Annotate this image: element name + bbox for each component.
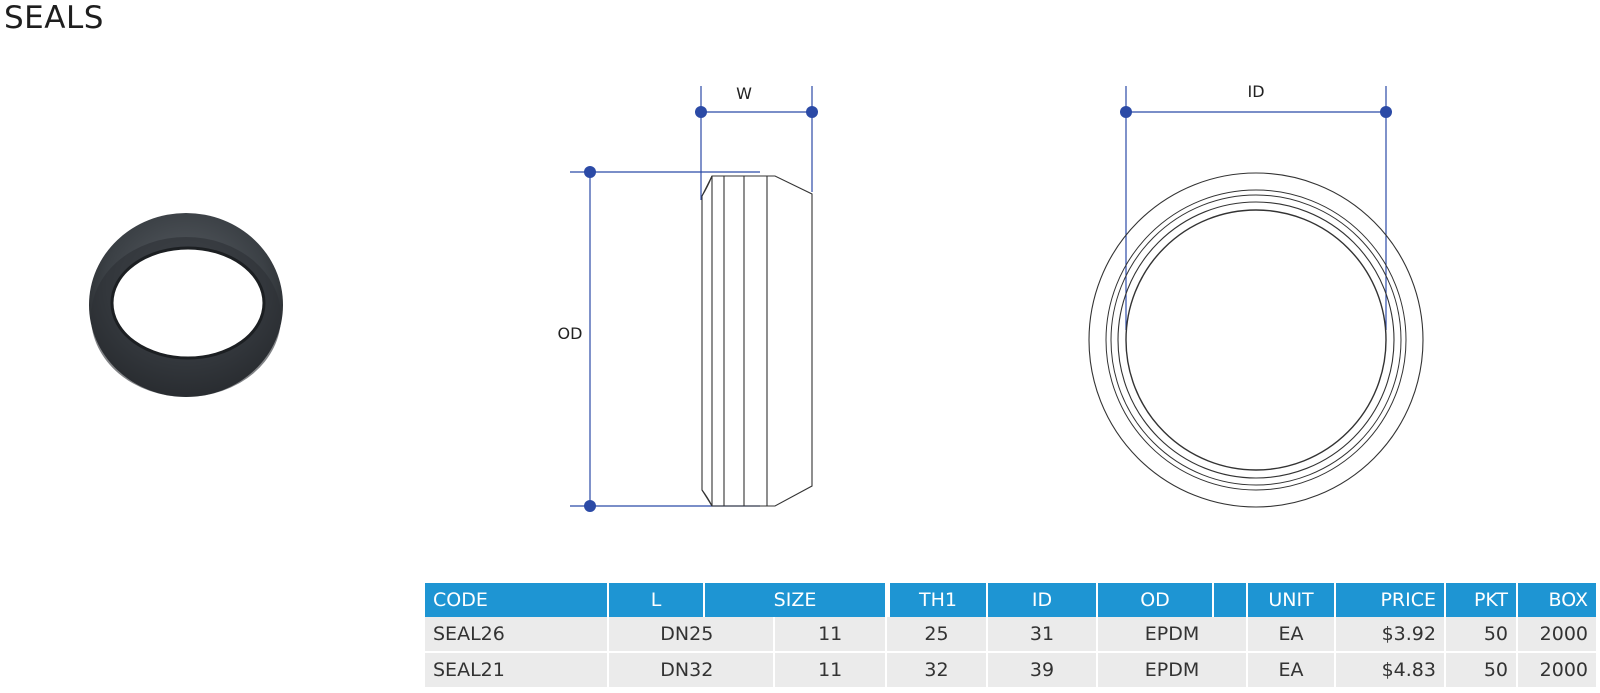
- col-header-blank: [1214, 583, 1246, 617]
- cell-unit: EA: [1248, 617, 1334, 653]
- col-header-box: BOX: [1518, 583, 1596, 617]
- cell-col7: EPDM: [1098, 653, 1246, 689]
- table-header-row: CODE L SIZE TH1 ID OD UNIT PRICE PKT BOX: [425, 583, 1596, 617]
- outer-diameter-label: OD: [558, 324, 583, 343]
- page-title: SEALS: [4, 0, 104, 36]
- cell-col4: 11: [775, 617, 885, 653]
- cell-col6: 39: [988, 653, 1096, 689]
- seal-side-profile: [701, 175, 813, 507]
- cell-code: SEAL26: [425, 617, 607, 653]
- cell-price: $4.83: [1336, 653, 1444, 689]
- cell-unit: EA: [1248, 653, 1334, 689]
- col-header-th1: TH1: [887, 583, 986, 617]
- cell-col7: EPDM: [1098, 617, 1246, 653]
- cell-col6: 31: [988, 617, 1096, 653]
- col-header-id: ID: [988, 583, 1096, 617]
- width-label: W: [736, 84, 752, 103]
- cell-box: 2000: [1518, 653, 1596, 689]
- seal-spec-table: CODE L SIZE TH1 ID OD UNIT PRICE PKT BOX…: [423, 583, 1598, 689]
- cell-pkt: 50: [1446, 653, 1516, 689]
- cell-size: DN32: [609, 653, 774, 689]
- seal-front-view: [1088, 172, 1424, 508]
- cell-box: 2000: [1518, 617, 1596, 653]
- col-header-od: OD: [1098, 583, 1212, 617]
- cell-col4: 11: [775, 653, 885, 689]
- cell-code: SEAL21: [425, 653, 607, 689]
- col-header-unit: UNIT: [1248, 583, 1334, 617]
- cell-col5: 32: [887, 653, 986, 689]
- seal-technical-drawing: W OD ID: [558, 82, 1424, 512]
- col-header-pkt: PKT: [1446, 583, 1516, 617]
- col-header-code: CODE: [425, 583, 607, 617]
- table-row: SEAL21 DN32 11 32 39 EPDM EA $4.83 50 20…: [425, 653, 1596, 689]
- col-header-size: SIZE: [705, 583, 885, 617]
- cell-price: $3.92: [1336, 617, 1444, 653]
- col-header-price: PRICE: [1336, 583, 1444, 617]
- cell-pkt: 50: [1446, 617, 1516, 653]
- col-header-l: L: [609, 583, 703, 617]
- seal-product-photo: [89, 213, 283, 397]
- inner-diameter-label: ID: [1247, 82, 1264, 101]
- cell-size: DN25: [609, 617, 774, 653]
- table-row: SEAL26 DN25 11 25 31 EPDM EA $3.92 50 20…: [425, 617, 1596, 653]
- cell-col5: 25: [887, 617, 986, 653]
